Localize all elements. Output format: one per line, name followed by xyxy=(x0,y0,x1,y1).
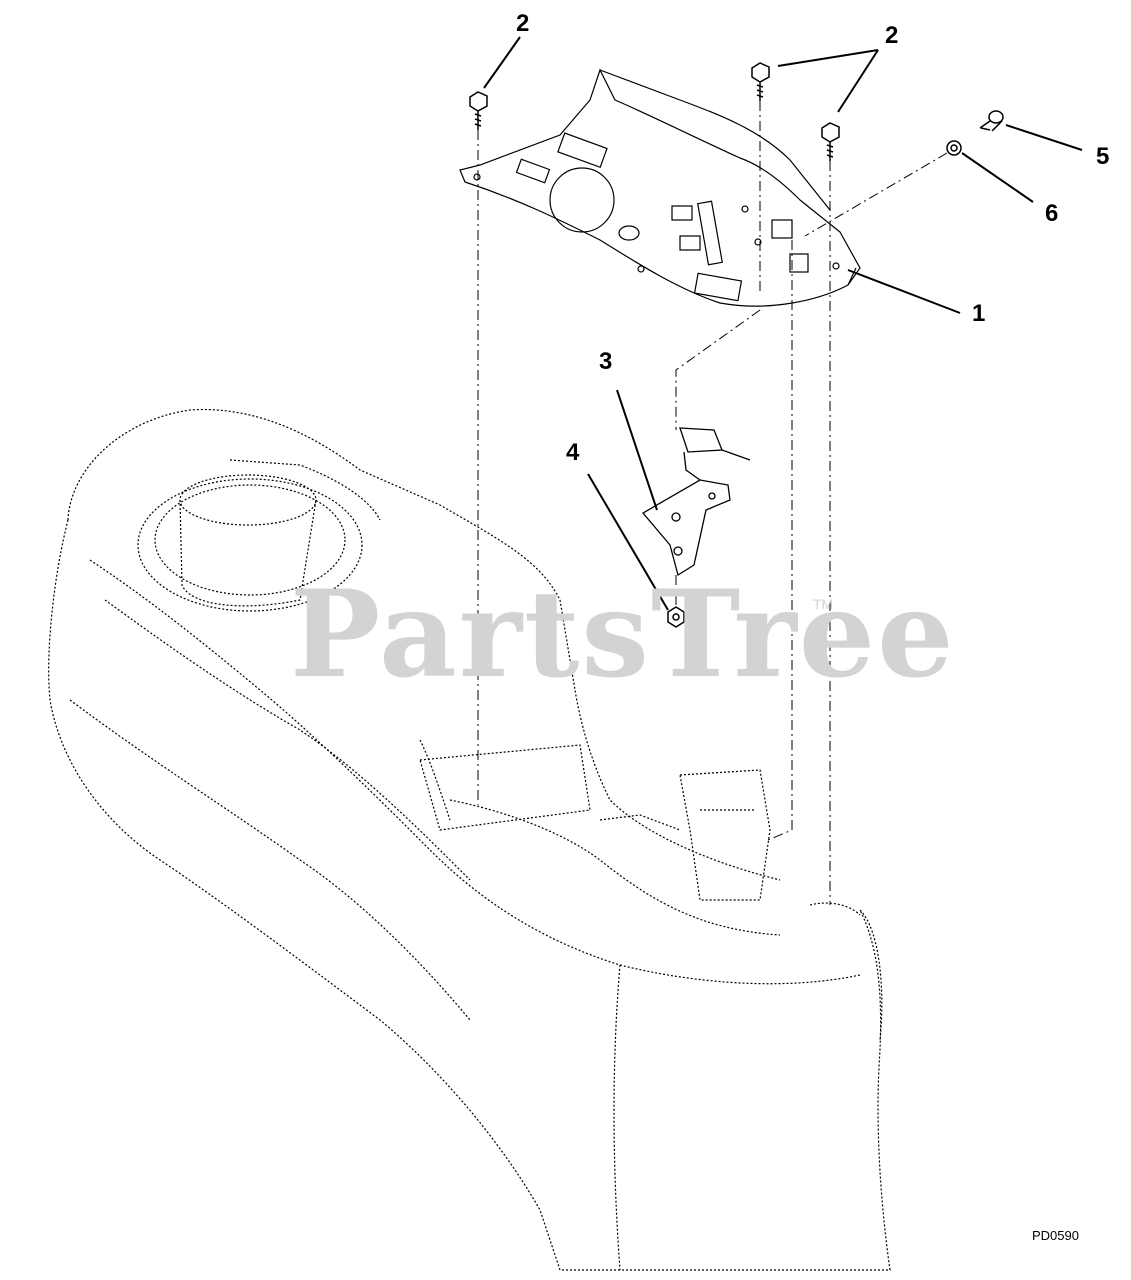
switch-bracket xyxy=(642,427,751,577)
drawing-code: PD0590 xyxy=(1032,1228,1079,1243)
bolt-left xyxy=(469,91,488,130)
trademark-symbol: TM xyxy=(813,596,834,612)
callout-1: 1 xyxy=(972,300,986,327)
partstree-watermark: PartsTree xyxy=(290,564,956,705)
bolt-right xyxy=(821,122,840,161)
leader-lines xyxy=(483,36,1083,611)
nut xyxy=(667,606,685,628)
bolt-middle xyxy=(751,62,770,101)
callout-2-right: 2 xyxy=(885,22,899,49)
control-plate xyxy=(459,68,861,307)
callout-6: 6 xyxy=(1045,200,1059,227)
fill-neck xyxy=(137,474,363,612)
screw xyxy=(979,110,1004,132)
washer xyxy=(946,140,962,156)
assembly-lines xyxy=(477,101,948,905)
callout-5: 5 xyxy=(1096,143,1110,170)
callout-4: 4 xyxy=(566,439,580,466)
fender-housing xyxy=(48,408,891,1271)
callout-3: 3 xyxy=(599,348,613,375)
callout-2-left: 2 xyxy=(516,10,530,37)
